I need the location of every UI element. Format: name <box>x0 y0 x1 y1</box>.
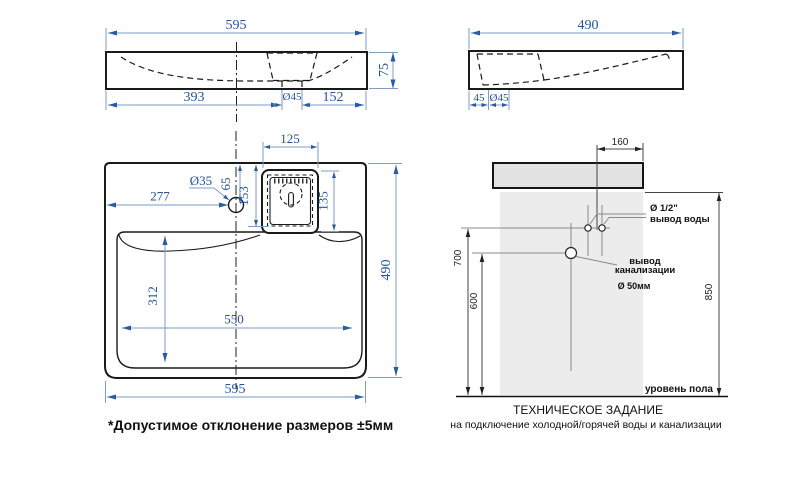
ext-line <box>468 28 684 49</box>
floor-level-label: уровень пола <box>645 384 713 395</box>
front-view: 595 75 393 Ø45 152 <box>105 18 398 122</box>
install-dim-water-height: 700 <box>453 229 471 395</box>
sewer-label-line2: канализации <box>615 265 675 276</box>
ext-line <box>262 142 319 168</box>
side-body-outline <box>468 50 684 90</box>
front-dim-height: 75 <box>369 52 398 89</box>
front-height-label: 75 <box>377 63 392 77</box>
front-dim-bottom: 393 Ø45 152 <box>105 90 367 110</box>
washbasin-block <box>492 162 644 189</box>
sewer-outlet <box>564 246 578 260</box>
front-dim-width: 595 <box>105 18 367 50</box>
install-sewer-height-label: 600 <box>469 292 480 309</box>
installation-diagram: 160 Ø 1/2" вывод воды вывод канализации … <box>450 137 728 431</box>
plan-bowl-lip-left <box>118 234 261 252</box>
ext-line <box>105 28 367 50</box>
plan-dim-cutout-height: 135 <box>316 170 339 232</box>
plan-overflow-slot <box>288 191 294 208</box>
side-basin-hidden-contour <box>476 53 670 86</box>
plan-bowl-outline <box>116 231 363 369</box>
side-drain-label: Ø45 <box>490 92 509 104</box>
water-leader-lines <box>589 213 646 225</box>
plan-dim-depth: 490 <box>368 163 402 378</box>
side-edge-to-drain-label: 45 <box>474 92 486 104</box>
side-view: 490 45 Ø45 <box>468 18 684 110</box>
plan-dim-faucet-offset: 65 <box>218 165 242 203</box>
ext-line <box>468 90 510 110</box>
install-total-height-label: 850 <box>704 283 715 300</box>
plan-dim-recess-depth: 153 <box>236 165 268 227</box>
ext-line <box>321 170 339 232</box>
water-size-label: Ø 1/2" <box>650 203 678 214</box>
plan-drain-hidden-circle <box>279 182 303 206</box>
front-drain-to-edge-label: 152 <box>323 90 344 105</box>
front-width-label: 595 <box>226 18 247 33</box>
ext-line <box>105 381 366 403</box>
plan-dim-faucet-hole: Ø35 <box>189 173 230 201</box>
plan-bowl-depth-label: 312 <box>145 286 160 306</box>
plan-faucet-from-left-label: 277 <box>150 189 170 204</box>
plan-dim-bowl-width: 550 <box>122 312 352 331</box>
sewer-label-line1: вывод <box>629 256 660 267</box>
install-dim-top-offset: 160 <box>596 137 644 161</box>
plan-view: 125 Ø35 65 153 135 277 490 <box>104 131 402 403</box>
install-dim-sewer-height: 600 <box>469 254 485 395</box>
water-outlet-left <box>584 224 592 232</box>
ext-line <box>368 163 402 378</box>
plan-dim-faucet-from-left: 277 <box>107 189 228 208</box>
plan-dim-width: 595 <box>105 381 366 403</box>
sewer-size-label: Ø 50мм <box>618 281 651 291</box>
leader-line <box>213 187 230 201</box>
side-depth-label: 490 <box>578 18 599 33</box>
water-outlet-label: вывод воды <box>650 214 710 225</box>
plan-faucet-hole-label: Ø35 <box>190 173 212 188</box>
front-drain-hidden-contour <box>266 52 318 88</box>
side-dim-depth: 490 <box>468 18 684 49</box>
plan-bowl-lip-right <box>318 234 361 243</box>
plan-recess-outline <box>261 169 319 234</box>
plan-dim-bowl-depth: 312 <box>145 236 168 362</box>
plan-cutout-width-label: 125 <box>280 131 300 146</box>
front-left-to-drain-label: 393 <box>184 90 205 105</box>
install-dim-total-height: 850 <box>645 192 723 396</box>
plan-dim-cutout-width: 125 <box>262 131 319 168</box>
tolerance-note: *Допустимое отклонение размеров ±5мм <box>108 417 393 433</box>
plan-faucet-offset-label: 65 <box>218 178 233 191</box>
installation-subtitle: на подключение холодной/горячей воды и к… <box>450 419 722 431</box>
plan-recess-depth-label: 153 <box>236 186 251 206</box>
side-dim-bottom: 45 Ø45 <box>468 90 510 110</box>
install-water-height-label: 700 <box>453 249 464 266</box>
plan-width-label: 595 <box>225 382 246 397</box>
plan-bowl-width-label: 550 <box>224 312 244 327</box>
install-top-offset-label: 160 <box>612 137 629 148</box>
front-drain-label: Ø45 <box>283 91 302 103</box>
plan-recess-inner <box>269 176 312 226</box>
water-outlet-right <box>598 224 606 232</box>
plan-cutout-height-label: 135 <box>316 191 331 211</box>
plan-faucet-hole <box>227 196 245 214</box>
plan-recess-hidden-edge <box>266 174 314 227</box>
sewer-leader-line <box>575 256 618 266</box>
ext-line <box>105 90 367 110</box>
plan-depth-label: 490 <box>379 260 394 281</box>
installation-title: ТЕХНИЧЕСКОЕ ЗАДАНИЕ <box>513 403 663 417</box>
